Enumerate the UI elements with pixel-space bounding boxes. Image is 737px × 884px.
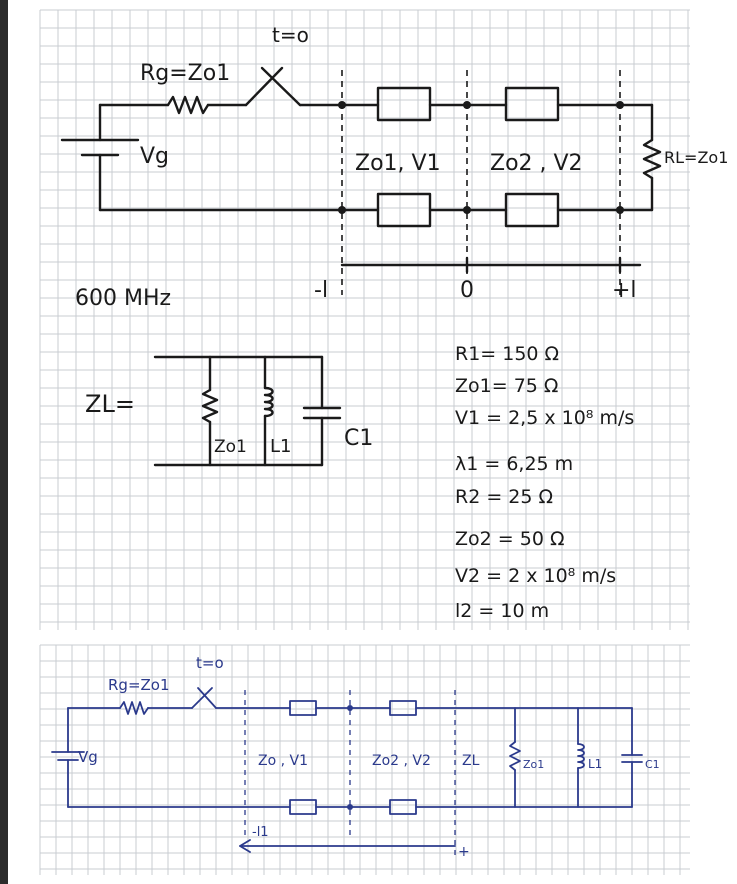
switch-label: t=o <box>272 23 309 47</box>
axis-left-label: -l <box>314 278 328 303</box>
junction-dot <box>463 206 471 214</box>
axis-zero-label: 0 <box>460 278 474 303</box>
param-zo1: Zo1= 75 Ω <box>455 375 558 397</box>
param-r2: R2 = 25 Ω <box>455 486 553 508</box>
parameter-list: R1= 150 Ω Zo1= 75 Ω V1 = 2,5 x 10⁸ m/s λ… <box>455 343 634 622</box>
zl-label: ZL= <box>85 390 135 418</box>
lower-line1-label: Zo , V1 <box>258 753 308 769</box>
source-resistor-label: Rg=Zo1 <box>140 61 230 86</box>
lower-circuit: Rg=Zo1 t=o Vg Zo , V1 Zo2 , V2 ZL Zo1 L1… <box>51 654 660 860</box>
switch-contact <box>260 66 302 107</box>
line2-bottom-segment <box>504 192 560 228</box>
lower-line2-top-segment <box>389 700 417 716</box>
junction-dot <box>338 206 346 214</box>
zl-l-label: L1 <box>270 436 291 457</box>
line1-top-segment <box>376 86 432 122</box>
lower-source-resistor-label: Rg=Zo1 <box>108 676 170 694</box>
param-l2: l2 = 10 m <box>455 600 549 622</box>
zl-c-label: C1 <box>344 426 373 451</box>
lower-junction-dot <box>347 705 353 711</box>
param-v2: V2 = 2 x 10⁸ m/s <box>455 565 616 587</box>
line1-bottom-segment <box>376 192 432 228</box>
upper-circuit: t=o Rg=Zo1 Vg Zo1, V1 Zo2 , V2 RL=Zo1 60… <box>60 23 728 311</box>
line2-label: Zo2 , V2 <box>490 151 583 176</box>
lower-r-label: Zo1 <box>523 758 544 771</box>
param-r1: R1= 150 Ω <box>455 343 559 365</box>
axis-right-label: +l <box>612 278 637 303</box>
lower-line2-label: Zo2 , V2 <box>372 753 431 769</box>
lower-load-inductor <box>577 743 585 769</box>
source-label: Vg <box>140 144 169 169</box>
lower-source-resistor <box>119 701 149 715</box>
load-label: RL=Zo1 <box>664 148 728 167</box>
zl-network: ZL= Zo1 L1 C1 <box>85 355 373 467</box>
lower-switch-lever <box>191 687 213 709</box>
lower-zl-label: ZL <box>462 753 480 769</box>
lower-axis-right-label: + <box>458 844 470 860</box>
source-resistor <box>166 95 210 115</box>
frequency-label: 600 MHz <box>75 286 171 311</box>
zl-inductor <box>263 386 274 418</box>
switch-lever <box>244 66 284 107</box>
zl-r-label: Zo1 <box>214 437 247 457</box>
param-v1: V1 = 2,5 x 10⁸ m/s <box>455 407 634 429</box>
lower-l-label: L1 <box>588 757 602 771</box>
lower-c-label: C1 <box>645 758 660 771</box>
lower-axis-arrow <box>239 839 251 853</box>
junction-dot <box>616 206 624 214</box>
lower-junction-dot <box>347 804 353 810</box>
param-lambda1: λ1 = 6,25 m <box>455 453 573 475</box>
lower-line2-bottom-segment <box>389 799 417 815</box>
graph-paper-grid-upper <box>39 9 690 630</box>
load-resistor <box>642 138 662 180</box>
scan-edge <box>0 0 8 884</box>
line2-top-segment <box>504 86 560 122</box>
param-zo2: Zo2 = 50 Ω <box>455 528 564 550</box>
lower-load-resistor <box>509 741 521 771</box>
lower-axis-left-label: -l1 <box>252 825 269 840</box>
graph-paper-grid-lower <box>39 644 690 875</box>
lower-source-label: Vg <box>78 748 98 766</box>
lower-switch-label: t=o <box>196 654 224 672</box>
lower-switch-contact <box>197 687 217 709</box>
zl-resistor <box>201 388 219 424</box>
line1-label: Zo1, V1 <box>355 151 441 176</box>
